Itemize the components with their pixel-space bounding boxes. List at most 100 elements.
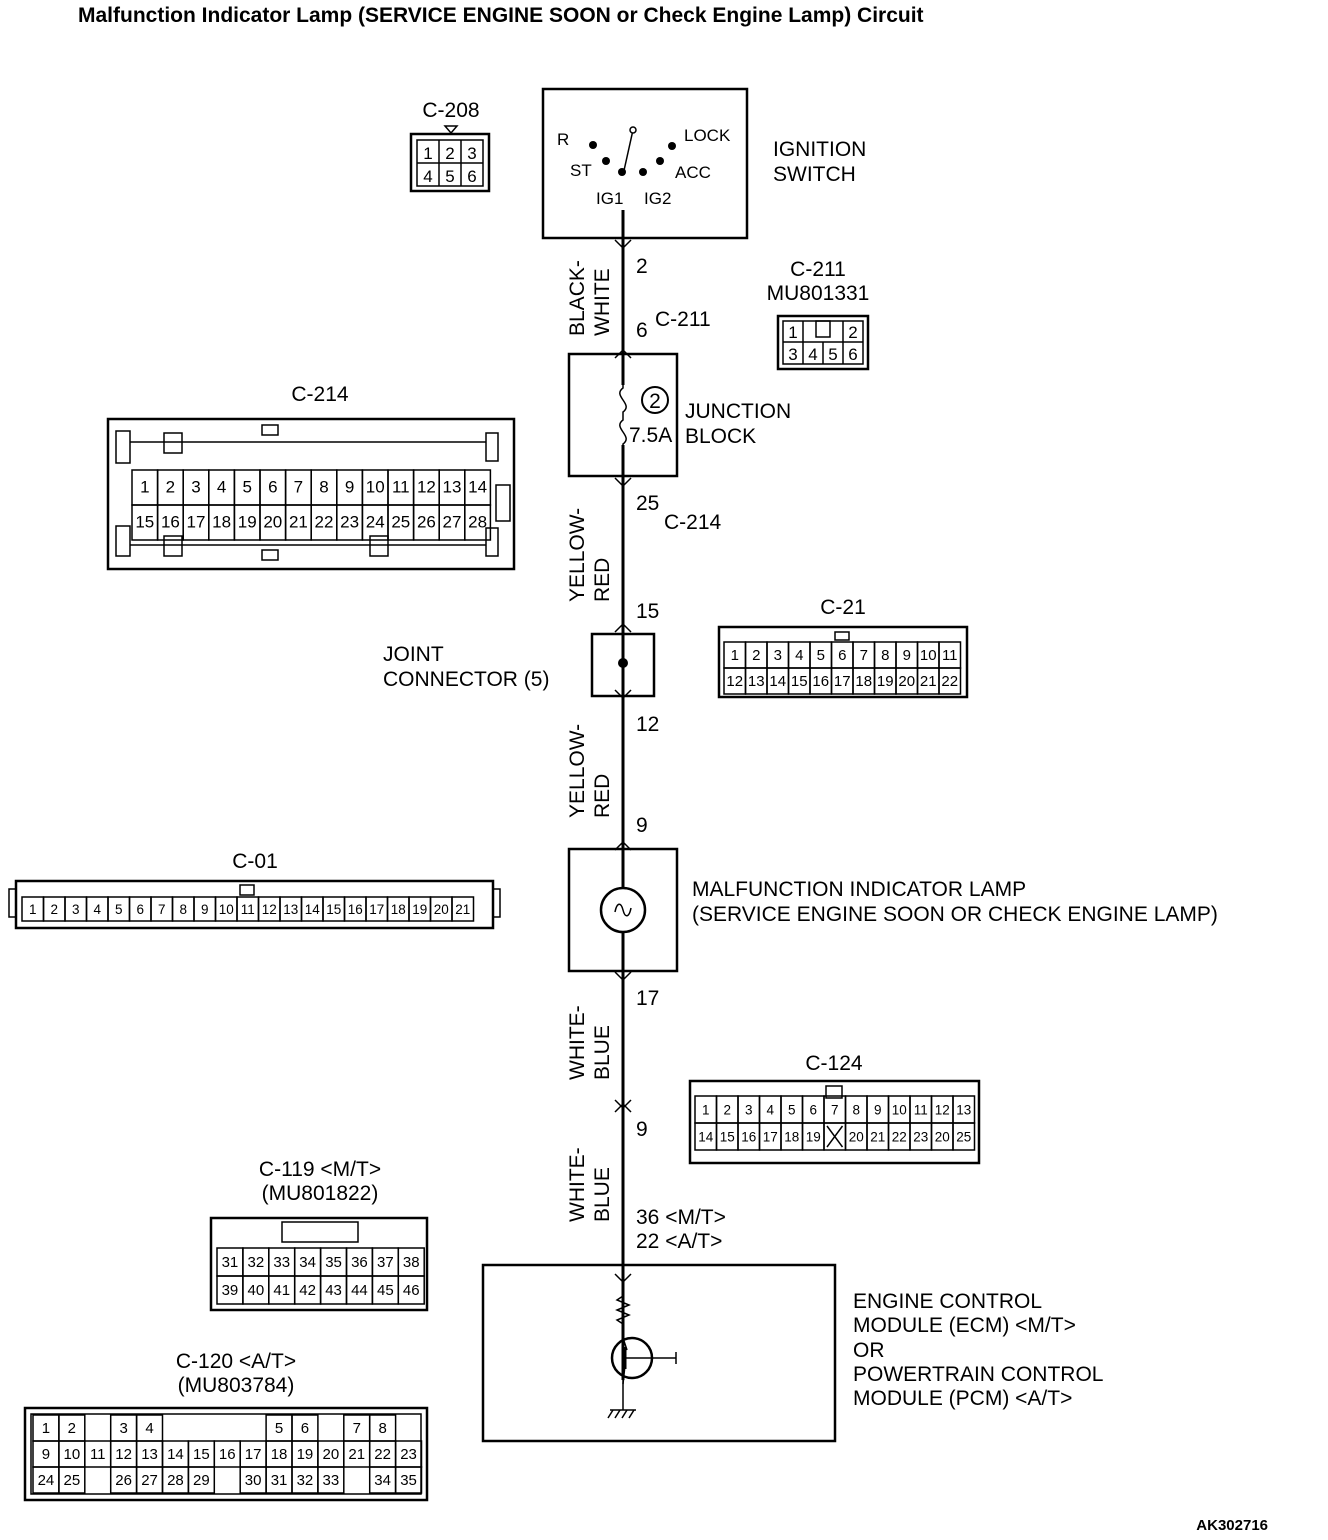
pin-number: 5 [275, 1420, 283, 1437]
c21-name: C-21 [820, 596, 866, 619]
ecm-label-5: MODULE (PCM) <A/T> [853, 1387, 1072, 1410]
pin-number: 8 [378, 1420, 386, 1437]
pin-number: 21 [455, 902, 470, 917]
c211-pin: 4 [808, 345, 817, 364]
pin-number: 7 [831, 1103, 839, 1118]
pin-number: 5 [242, 478, 251, 497]
marker-ecm-in [614, 1273, 632, 1284]
pin-number: 2 [50, 902, 58, 917]
c208-name: C-208 [422, 99, 479, 122]
pin-number: 20 [263, 513, 282, 532]
wire-color-1b: WHITE [591, 268, 614, 336]
pin-number: 46 [403, 1282, 420, 1299]
marker-jb-in [614, 348, 632, 359]
pin-number: 33 [323, 1472, 340, 1489]
pin-number: 17 [834, 673, 851, 690]
joint-label-1: JOINT [383, 643, 444, 666]
pin-number: 13 [748, 673, 765, 690]
pin-number: 16 [812, 673, 829, 690]
pin-number: 18 [855, 673, 872, 690]
pin-number: 35 [400, 1472, 417, 1489]
terminal-lock-dot [668, 142, 676, 150]
pin-number: 37 [377, 1254, 394, 1271]
pin-number: 43 [325, 1282, 342, 1299]
fuse-rating: 7.5A [629, 424, 672, 447]
pin-number: 25 [64, 1472, 81, 1489]
pin-number: 17 [763, 1130, 778, 1145]
pin-number: 1 [29, 902, 37, 917]
pin-cell [394, 1466, 423, 1494]
wire-color-3b: RED [591, 774, 614, 818]
pin-number: 27 [141, 1472, 158, 1489]
pin-number: 20 [434, 902, 449, 917]
pin-number: 16 [219, 1446, 236, 1463]
pin-number: 20 [849, 1130, 864, 1145]
pin-number: 13 [956, 1103, 971, 1118]
pin-number: 24 [366, 513, 385, 532]
pin-number: 10 [892, 1103, 907, 1118]
terminal-st-dot [602, 157, 610, 165]
pin-number: 15 [791, 673, 808, 690]
pin-number: 22 [892, 1130, 907, 1145]
c120-name: C-120 <A/T> [176, 1350, 296, 1373]
pin-number: 15 [135, 513, 154, 532]
marker-mil-in [614, 840, 632, 851]
pin-number: 12 [262, 902, 277, 917]
pin-number: 7 [860, 647, 868, 664]
pin-number: 2 [166, 478, 175, 497]
junction-label-1: JUNCTION [685, 400, 791, 423]
pin-number: 5 [788, 1103, 796, 1118]
connector-c208: C-208 1 2 3 4 5 6 [409, 99, 491, 193]
engine-control-module: ENGINE CONTROL MODULE (ECM) <M/T> OR POW… [481, 1263, 1103, 1443]
pin-number: 28 [167, 1472, 184, 1489]
ground-icon [607, 1409, 636, 1419]
pin-number: 7 [158, 902, 166, 917]
pin-number: 27 [443, 513, 462, 532]
pin-number: 13 [443, 478, 462, 497]
marker-c124-a [614, 1099, 632, 1110]
pin-number: 22 [374, 1446, 391, 1463]
position-ig1: IG1 [596, 189, 623, 208]
pin-number: 4 [766, 1103, 774, 1118]
c214-name: C-214 [291, 383, 349, 406]
pin-number: 25 [391, 513, 410, 532]
pin-number: 10 [920, 647, 937, 664]
pin-labels: 2 6 C-211 25 C-214 15 12 9 17 9 36 <M/T>… [636, 255, 726, 1253]
pin-number: 4 [795, 647, 803, 664]
fuse-icon [619, 354, 627, 476]
pin-number: 39 [222, 1282, 239, 1299]
pin-number: 34 [374, 1472, 391, 1489]
c120-part: (MU803784) [178, 1374, 295, 1397]
pin-number: 29 [193, 1472, 210, 1489]
c211-pin: 5 [828, 345, 837, 364]
pin-number: 6 [136, 902, 144, 917]
pin-jc-out: 12 [636, 713, 659, 736]
pin-ign-out: 2 [636, 255, 648, 278]
pin-number: 1 [731, 647, 739, 664]
pin-number: 14 [769, 673, 786, 690]
pin-mil-in: 9 [636, 814, 648, 837]
joint-connector-box [590, 632, 656, 698]
pin-ecm-mt: 36 <M/T> [636, 1206, 726, 1229]
pin-number: 20 [323, 1446, 340, 1463]
pin-number: 14 [698, 1130, 714, 1145]
terminal-ig2-dot [639, 168, 647, 176]
pin-number: 11 [241, 902, 255, 917]
pin-jc-in: 15 [636, 600, 659, 623]
pin-number: 4 [145, 1420, 153, 1437]
connector-c211: C-211 MU801331 1 2 3 4 5 6 [767, 258, 869, 371]
pin-number: 14 [468, 478, 487, 497]
position-st: ST [570, 161, 592, 180]
pin-number: 22 [941, 673, 958, 690]
pin-number: 11 [914, 1103, 928, 1118]
pin-number: 18 [784, 1130, 799, 1145]
c01-name: C-01 [232, 850, 278, 873]
pin-number: 23 [340, 513, 359, 532]
pin-number: 2 [68, 1420, 76, 1437]
pin-number: 18 [212, 513, 231, 532]
